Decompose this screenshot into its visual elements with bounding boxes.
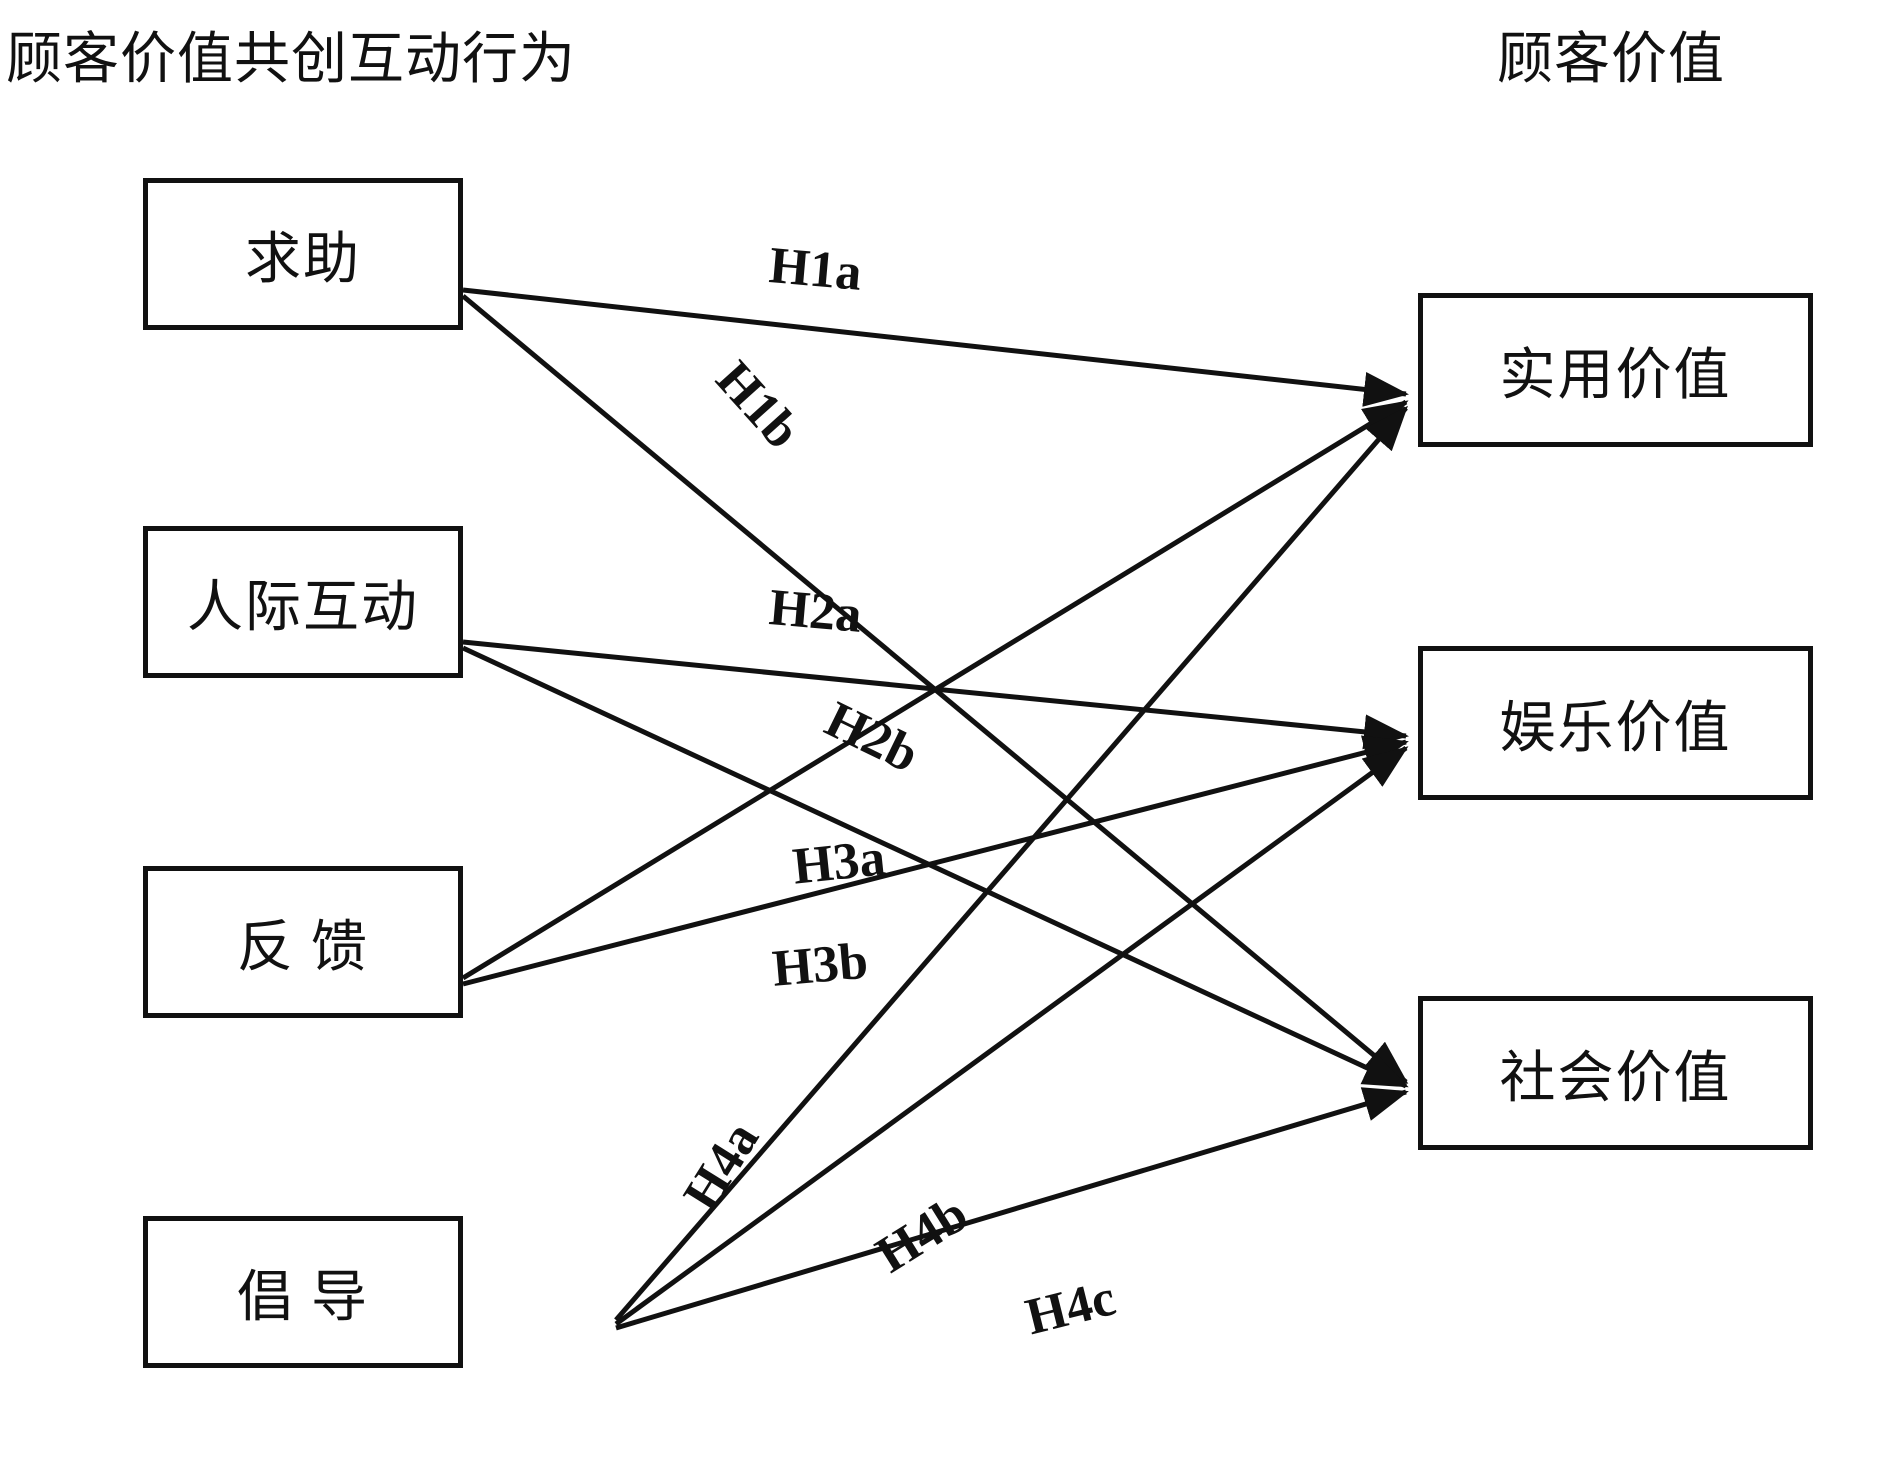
node-label-shiyong: 实用价值 [1499, 344, 1732, 407]
edge-h4a [614, 405, 1408, 1322]
right-column-title: 顾客价值 [1497, 29, 1725, 91]
edge-label-h3a: H3a [790, 829, 889, 896]
edge-label-h3b: H3b [770, 932, 871, 998]
edge-h3b [462, 735, 1409, 987]
node-box-renji[interactable]: 人际互动 [143, 526, 463, 678]
node-label-yule: 娱乐价值 [1499, 697, 1732, 760]
edge-label-h2a: H2a [766, 578, 865, 644]
left-column-title: 顾客价值共创互动行为 [6, 29, 576, 91]
edge-h1a [462, 287, 1409, 407]
node-label-qiuzhu: 求助 [245, 228, 361, 291]
node-label-shehui: 社会价值 [1499, 1047, 1732, 1110]
node-label-fankui: 反 馈 [237, 916, 369, 979]
edge-h4b [614, 745, 1409, 1327]
edge-label-h1a: H1a [766, 236, 865, 302]
node-box-shiyong[interactable]: 实用价值 [1418, 293, 1813, 447]
node-label-changdao: 倡 导 [237, 1266, 369, 1329]
edge-h3a [461, 399, 1409, 981]
node-box-qiuzhu[interactable]: 求助 [143, 178, 463, 330]
node-box-shehui[interactable]: 社会价值 [1418, 996, 1813, 1150]
edge-h2b [461, 645, 1409, 1089]
node-box-changdao[interactable]: 倡 导 [143, 1216, 463, 1368]
node-label-renji: 人际互动 [187, 576, 419, 639]
node-box-fankui[interactable]: 反 馈 [143, 866, 463, 1018]
edge-h4c [615, 1087, 1409, 1331]
node-box-yule[interactable]: 娱乐价值 [1418, 646, 1813, 800]
